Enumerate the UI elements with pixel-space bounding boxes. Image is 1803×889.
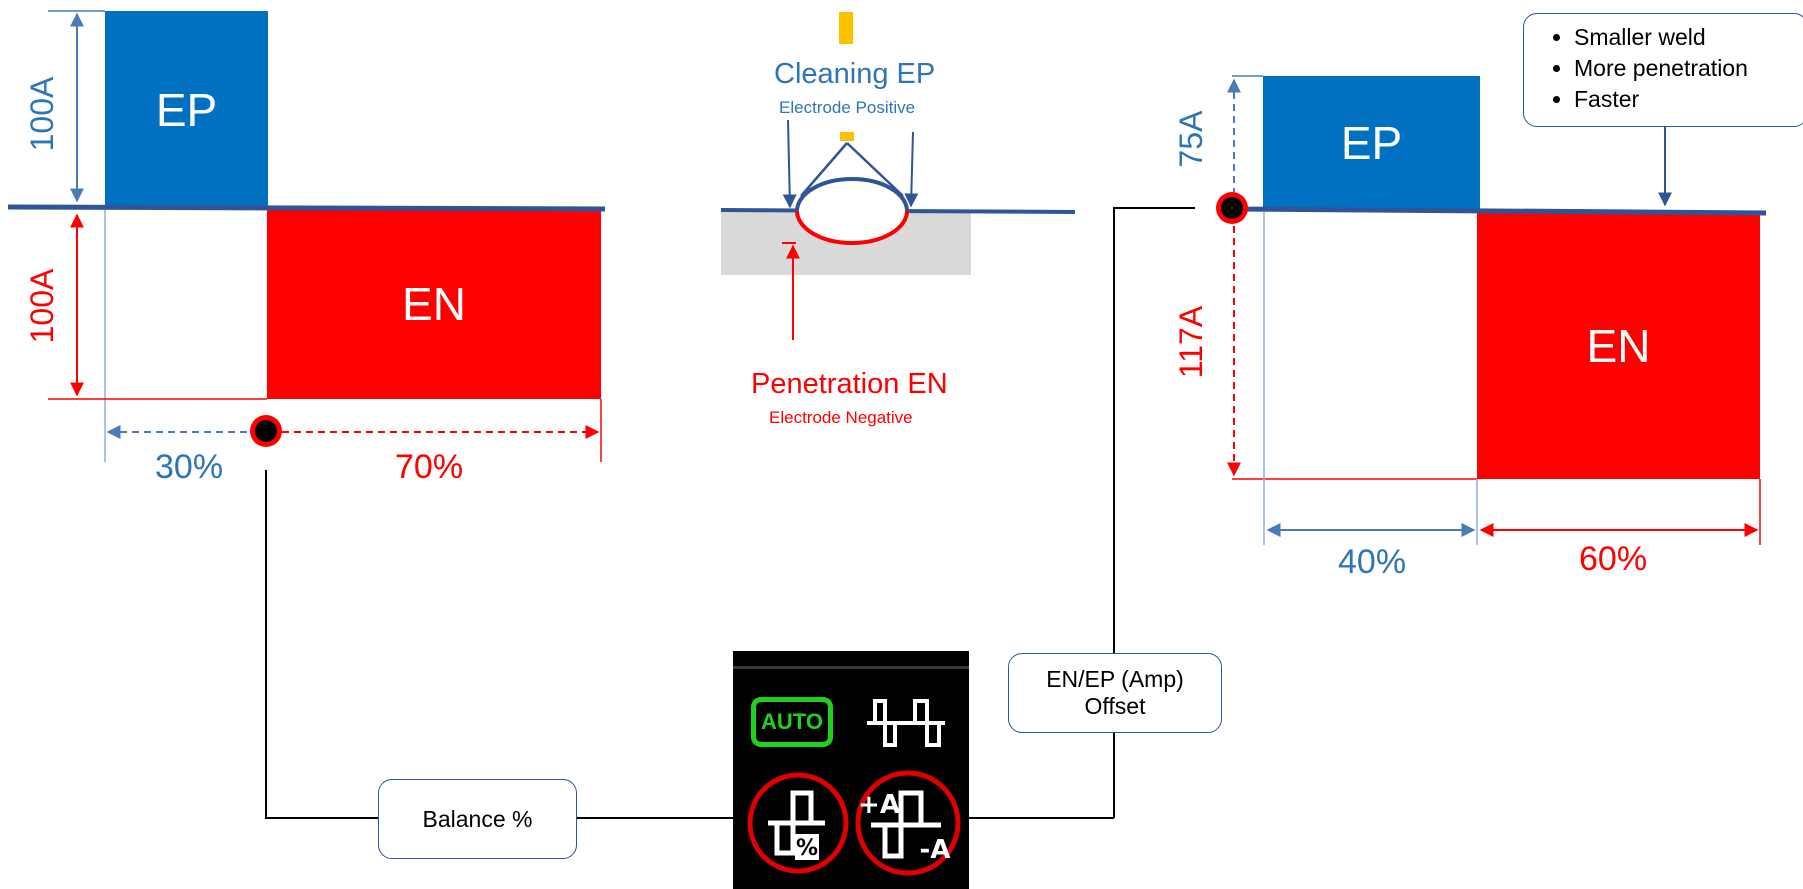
right-offset-knob-center bbox=[1221, 197, 1243, 219]
offset-callout-line1: EN/EP (Amp) bbox=[1046, 666, 1184, 692]
balance-callout: Balance % bbox=[378, 779, 577, 859]
right-en-amp-label: 117A bbox=[1173, 305, 1209, 379]
balance-callout-label: Balance % bbox=[422, 805, 533, 832]
left-ep-label: EP bbox=[155, 83, 218, 136]
offset-connector bbox=[1113, 207, 1195, 818]
cleaning-arrow-right bbox=[904, 131, 919, 208]
effects-callout: Smaller weld More penetration Faster bbox=[1523, 13, 1803, 127]
cleaning-arrow-left bbox=[782, 119, 797, 209]
svg-text:%: % bbox=[796, 836, 818, 861]
left-ep-pct-label: 30% bbox=[155, 448, 224, 486]
left-en-amp-label: 100A bbox=[24, 268, 60, 344]
penetration-subtitle: Electrode Negative bbox=[769, 408, 913, 427]
right-ep-label: EP bbox=[1340, 117, 1403, 169]
penetration-title: Penetration EN bbox=[751, 368, 948, 400]
panel-divider bbox=[733, 666, 969, 669]
control-panel: AUTO % +A -A bbox=[733, 651, 969, 889]
ac-waveform-icon[interactable] bbox=[865, 695, 947, 751]
auto-button[interactable]: AUTO bbox=[751, 697, 833, 747]
left-en-block bbox=[267, 208, 601, 399]
arc-line-left bbox=[800, 142, 848, 197]
right-en-block bbox=[1477, 212, 1760, 479]
torch-tip bbox=[839, 12, 853, 44]
offset-callout-line2: Offset bbox=[1084, 693, 1146, 719]
right-baseline bbox=[1231, 206, 1767, 216]
right-ep-amp-label: 75A bbox=[1173, 110, 1209, 168]
left-baseline bbox=[7, 204, 606, 212]
arc-spot bbox=[840, 132, 854, 141]
balance-connector bbox=[265, 470, 378, 819]
weld-pool-bottom bbox=[795, 210, 909, 245]
effect-item: Smaller weld bbox=[1574, 22, 1803, 53]
effects-list: Smaller weld More penetration Faster bbox=[1524, 22, 1803, 115]
offset-callout: EN/EP (Amp) Offset bbox=[1008, 653, 1222, 733]
weld-pool-top bbox=[795, 177, 909, 212]
left-en-pct-label: 70% bbox=[395, 448, 464, 486]
cleaning-subtitle: Electrode Positive bbox=[779, 98, 916, 117]
balance-percent-icon[interactable]: % bbox=[743, 768, 853, 878]
left-balance-knob-center bbox=[255, 420, 277, 442]
effect-item: Faster bbox=[1574, 84, 1803, 115]
effect-item: More penetration bbox=[1574, 53, 1803, 84]
right-ep-pct-label: 40% bbox=[1338, 543, 1407, 581]
left-ep-amp-label: 100A bbox=[24, 76, 60, 152]
right-en-pct-label: 60% bbox=[1579, 540, 1648, 578]
cleaning-title: Cleaning EP bbox=[774, 58, 936, 90]
right-en-label: EN bbox=[1586, 319, 1651, 372]
svg-text:+A: +A bbox=[858, 790, 900, 820]
svg-text:-A: -A bbox=[920, 835, 951, 865]
right-ep-block bbox=[1263, 76, 1480, 210]
arc-line-right bbox=[846, 142, 904, 197]
left-en-label: EN bbox=[402, 277, 466, 330]
amp-offset-icon[interactable]: +A -A bbox=[849, 768, 967, 878]
left-ep-block bbox=[105, 11, 268, 208]
